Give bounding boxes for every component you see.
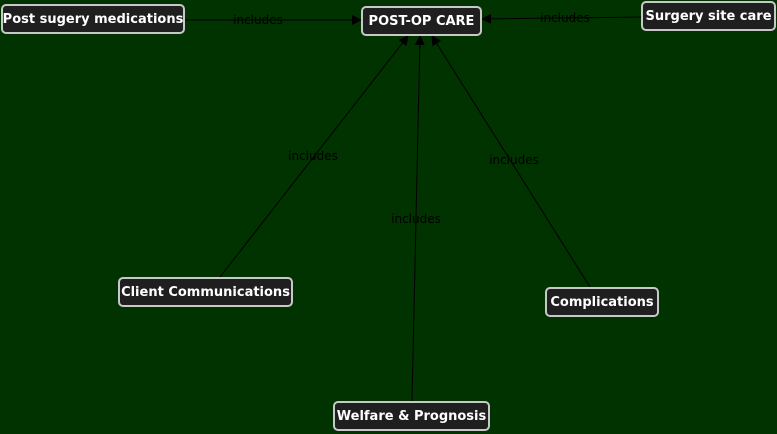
edge-communications-to-postop	[219, 35, 409, 278]
edge-label-complications: includes	[489, 153, 539, 167]
node-post-surgery-medications[interactable]: Post sugery medications	[1, 4, 185, 34]
node-complications[interactable]: Complications	[545, 287, 659, 317]
edge-welfare-to-postop	[411, 35, 425, 402]
node-post-op-care[interactable]: POST-OP CARE	[361, 6, 482, 36]
node-welfare-prognosis[interactable]: Welfare & Prognosis	[333, 401, 490, 431]
node-surgery-site-care[interactable]: Surgery site care	[641, 1, 776, 31]
edge-complications-to-postop	[431, 35, 591, 288]
edge-sitecare-to-postop	[481, 13, 642, 24]
edge-label-communications: includes	[288, 149, 338, 163]
node-client-communications[interactable]: Client Communications	[118, 277, 293, 307]
edge-label-sitecare: includes	[540, 11, 590, 25]
edge-label-medications: includes	[233, 13, 283, 27]
edge-label-welfare: includes	[391, 212, 441, 226]
